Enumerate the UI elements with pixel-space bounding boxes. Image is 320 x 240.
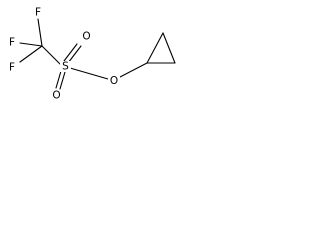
label-halo	[108, 75, 120, 87]
atom-label-f-top: F	[35, 7, 41, 19]
bond-s-o-bottom-a	[55, 70, 62, 89]
atom-oxygen-bottom: O	[51, 90, 62, 102]
molecule-structure: F F F S O O O	[7, 7, 176, 102]
bond-s-o-top-a	[63, 43, 78, 62]
label-halo	[33, 7, 43, 18]
label-halo	[7, 62, 17, 73]
label-halo	[51, 90, 62, 101]
atom-label-oxygen-ester: O	[110, 75, 118, 87]
bond-c-f-left	[19, 42, 43, 47]
bond-c-f-top	[37, 18, 43, 47]
ring-bond-2	[162, 32, 176, 64]
atom-oxygen-ester: O	[108, 75, 120, 87]
bond-c-s	[41, 45, 62, 66]
label-halo	[60, 61, 71, 72]
atom-label-sulfur: S	[62, 61, 69, 73]
atom-f-top: F	[33, 7, 43, 19]
atom-label-oxygen-bottom: O	[52, 90, 60, 102]
atom-labels: F F F S O O O	[7, 7, 120, 102]
bond-o-c-ring	[119, 62, 148, 78]
label-halo	[7, 37, 17, 48]
bonds	[19, 18, 176, 90]
atom-oxygen-top: O	[81, 31, 92, 43]
atom-f-left: F	[7, 37, 17, 49]
bond-s-o-bottom-b	[59, 71, 66, 90]
label-halo	[81, 31, 92, 42]
ring-bond-1	[146, 32, 164, 64]
atom-label-f-bottom: F	[9, 62, 15, 74]
atom-f-bottom: F	[7, 62, 17, 74]
atom-label-f-left: F	[9, 37, 15, 49]
atom-sulfur: S	[60, 61, 71, 73]
bond-s-o-ester	[69, 67, 109, 80]
bond-s-o-top-b	[67, 45, 82, 64]
bond-c-f-bottom	[19, 45, 43, 63]
atom-label-oxygen-top: O	[82, 31, 90, 43]
